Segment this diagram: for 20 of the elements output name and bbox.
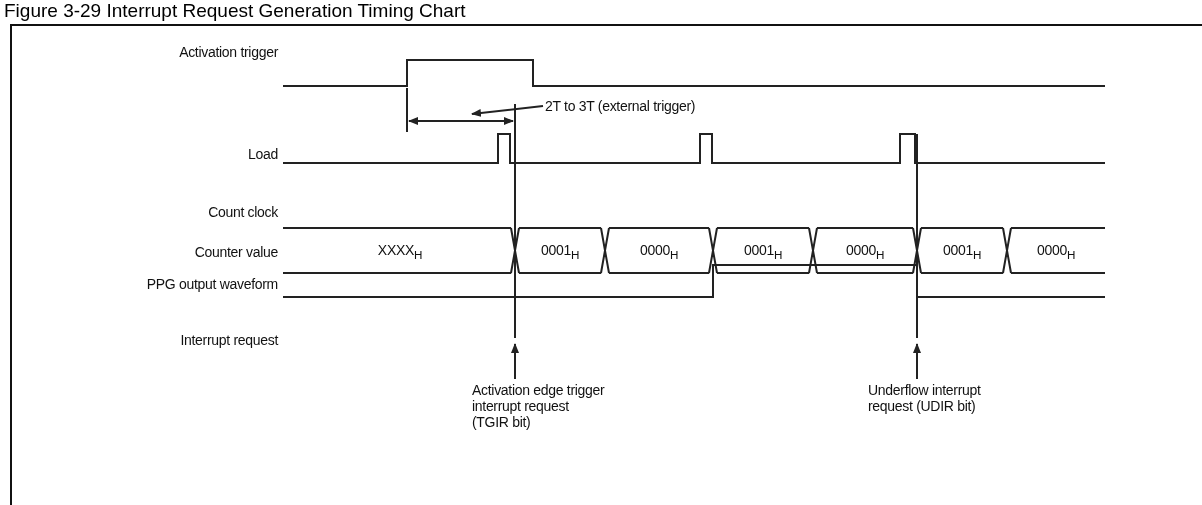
- bus-value: 0001$_{H}$: [941, 242, 983, 263]
- leader-line: [471, 105, 544, 117]
- annotation-text: Activation edge trigger interrupt request (TGIR bit): [472, 382, 607, 430]
- arrow: [913, 343, 921, 380]
- dimension-text: 2T to 3T (external trigger): [545, 98, 696, 114]
- signal-name: Counter value: [193, 244, 278, 260]
- signal-name: PPG output waveform: [145, 276, 278, 292]
- bus-value: 0001$_{H}$: [539, 242, 581, 263]
- figure-title: Figure 3-29 Interrupt Request Generation Timing Chart: [4, 0, 466, 22]
- annotation-text: Underflow interrupt request (UDIR bit): [868, 382, 1003, 414]
- signal-name: Count clock: [207, 204, 278, 220]
- signal-name: Activation trigger: [178, 44, 278, 60]
- bus-value: XXXX$_{H}$: [376, 242, 424, 263]
- bus-value: 0000$_{H}$: [638, 242, 680, 263]
- bus-value: 0001$_{H}$: [742, 242, 784, 263]
- bus-value: 0000$_{H}$: [844, 242, 886, 263]
- signal-name: Load: [247, 146, 278, 162]
- signal-name: Interrupt request: [179, 332, 278, 348]
- arrow: [511, 343, 519, 380]
- bus-value: 0000$_{H}$: [1035, 242, 1077, 263]
